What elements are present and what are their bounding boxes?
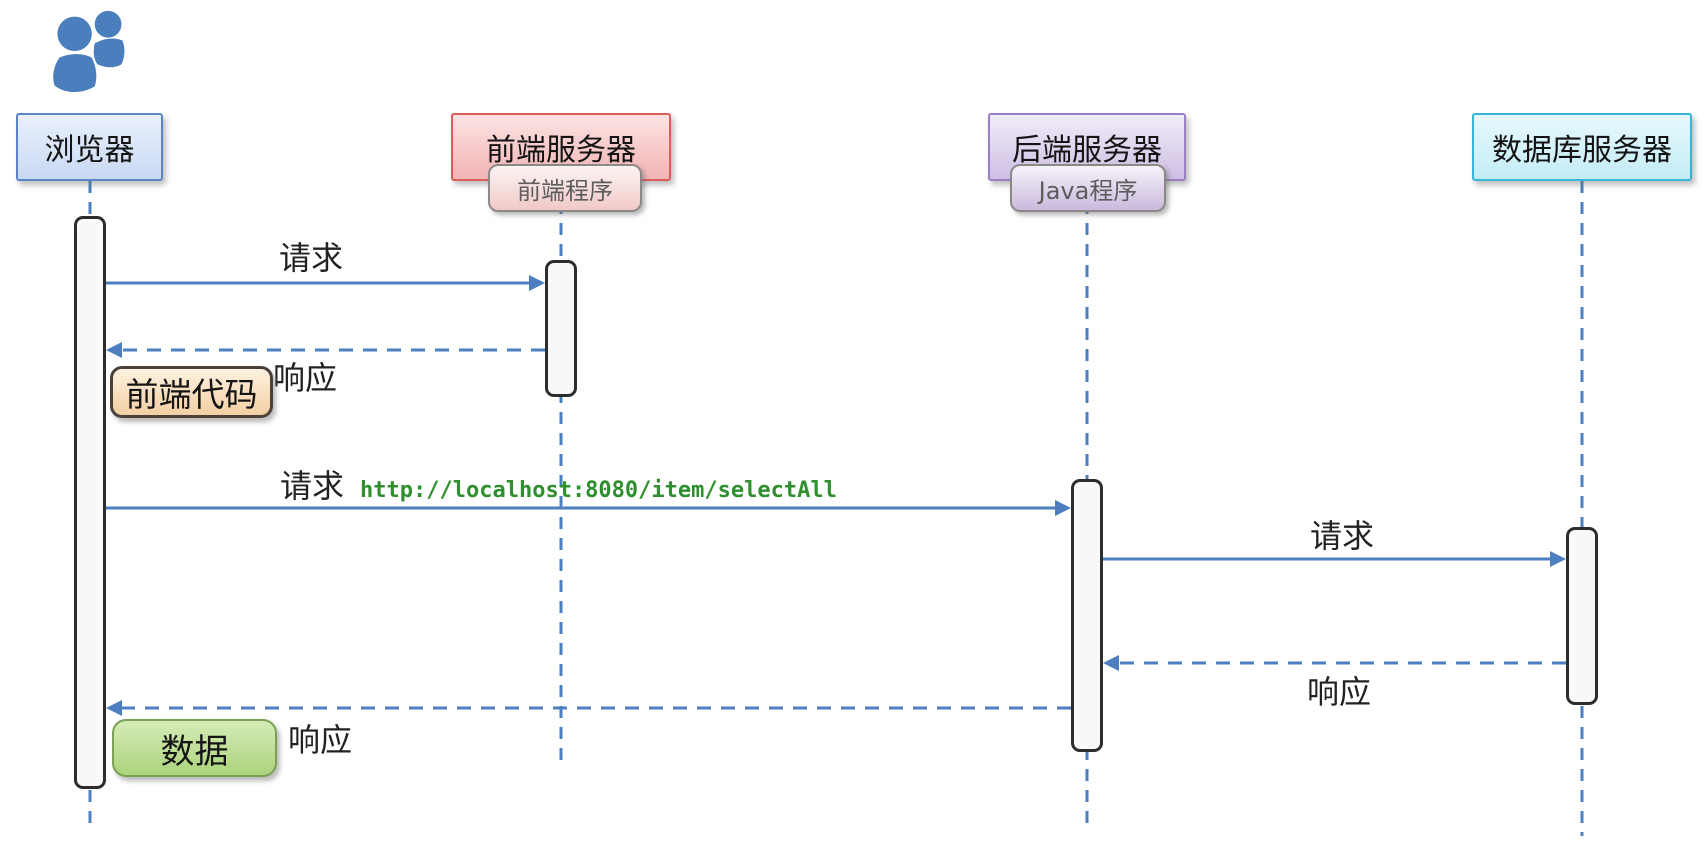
note-data-label: 数据 [160, 731, 229, 772]
actor-frontend-server-label: 前端服务器 [486, 133, 636, 168]
arrow-database-to-backend-response [1103, 655, 1566, 671]
arrow-backend-to-browser-response [106, 700, 1071, 716]
request-url-text: http://localhost:8080/item/selectAll [360, 478, 837, 503]
label-frontend-browser-response: 响应 [272, 359, 337, 397]
arrow-backend-to-database-request [1103, 551, 1566, 567]
note-data: 数据 [112, 719, 277, 777]
note-frontend-program: 前端程序 [488, 164, 642, 212]
note-java-program: Java程序 [1010, 164, 1166, 212]
actor-browser: 浏览器 [16, 113, 163, 181]
note-frontend-program-label: 前端程序 [517, 176, 613, 205]
note-frontend-code-label: 前端代码 [125, 375, 258, 414]
actor-backend-server-label: 后端服务器 [1012, 133, 1162, 168]
label-backend-database-request: 请求 [1309, 517, 1374, 555]
activation-bar-browser [74, 216, 106, 789]
arrow-frontend-to-browser-response [106, 342, 545, 358]
label-backend-browser-response: 响应 [288, 721, 353, 759]
activation-bar-frontend [545, 260, 577, 397]
activation-bar-backend [1071, 479, 1103, 752]
activation-bar-database [1566, 527, 1598, 705]
users-icon [40, 8, 136, 96]
actor-database-server: 数据库服务器 [1472, 113, 1692, 181]
note-frontend-code: 前端代码 [110, 366, 273, 418]
request-prefix-label: 请求 [280, 467, 345, 505]
label-database-backend-response: 响应 [1306, 673, 1371, 711]
label-browser-frontend-request: 请求 [278, 239, 343, 277]
label-browser-backend-request: 请求 http://localhost:8080/item/selectAll [280, 466, 837, 506]
note-java-program-label: Java程序 [1038, 176, 1138, 205]
arrow-browser-to-frontend-request [106, 275, 545, 291]
actor-browser-label: 浏览器 [44, 133, 135, 168]
actor-database-server-label: 数据库服务器 [1492, 133, 1672, 168]
arrow-browser-to-backend-request [106, 500, 1071, 516]
